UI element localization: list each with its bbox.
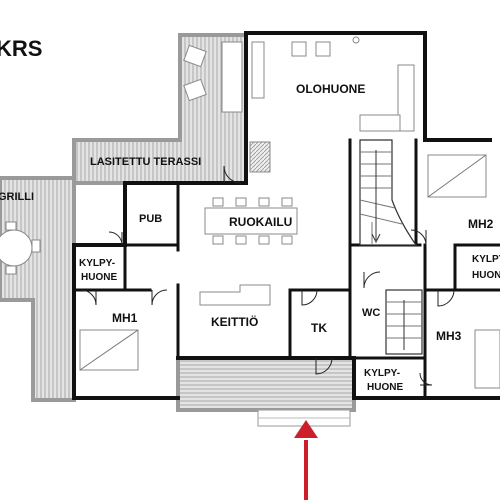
room-label-grilli: GRILLI [0,191,34,203]
floor-title: KRS [0,36,42,61]
kitchen-island [199,284,271,306]
room-label-pub: PUB [139,213,162,225]
beds [79,154,500,389]
room-label-lasitettu-terassi: LASITETTU TERASSI [90,156,201,168]
entrance-deck [176,356,356,427]
room-label-kylpyhuone-bottom-1: KYLPY- [364,368,400,379]
entrance-arrow-icon [294,420,318,500]
grilli-terrace-area [0,176,76,402]
walls [72,31,500,400]
terrace-furniture [183,41,271,173]
stairs [359,139,423,355]
room-label-mh2: MH2 [468,217,494,231]
room-label-kylpyhuone-left-2: HUONE [81,272,117,283]
room-label-kylpyhuone-left-1: KYLPY- [79,258,115,269]
room-label-keittio: KEITTIÖ [211,314,258,329]
room-label-mh3: MH3 [436,329,462,343]
door-swings [80,165,455,386]
room-label-kylpyhuone-right-2: HUONE [472,270,500,281]
room-label-kylpyhuone-bottom-2: HUONE [367,382,403,393]
room-label-mh1: MH1 [112,311,138,325]
room-label-tk: TK [311,321,327,335]
room-label-olohuone: OLOHUONE [296,82,365,96]
grill-table [0,221,41,275]
room-label-ruokailu: RUOKAILU [229,215,292,229]
room-label-wc: WC [362,307,380,319]
room-label-kylpyhuone-right-1: KYLPY [472,254,500,265]
olohuone-sofas [251,36,415,132]
dining-table [204,197,298,245]
